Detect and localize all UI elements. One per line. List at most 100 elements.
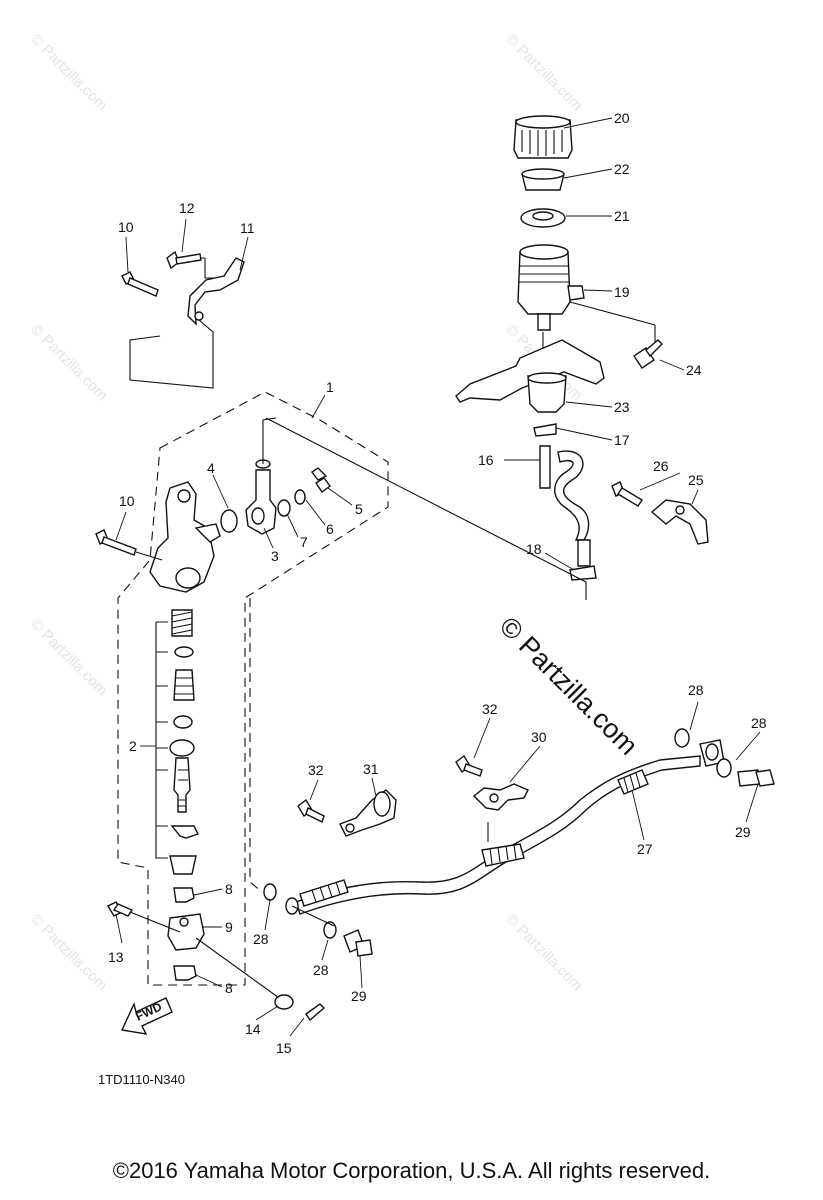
bolt-5 <box>310 467 331 494</box>
bracket-11 <box>187 257 245 326</box>
callout-10-lower: 10 <box>119 493 135 509</box>
pin-13 <box>107 901 134 917</box>
clevis-9 <box>167 913 205 951</box>
callout-28-lower-right: 28 <box>313 962 329 978</box>
washer-guide-line <box>291 905 335 927</box>
nut-8-upper <box>173 887 195 903</box>
spring <box>171 609 193 637</box>
bolt-10-lower <box>95 529 137 556</box>
callout-21: 21 <box>614 208 630 224</box>
washer-28-e <box>716 758 732 778</box>
callout-3: 3 <box>271 548 279 564</box>
callout-16: 16 <box>478 452 494 468</box>
callout-12: 12 <box>179 200 195 216</box>
nut-8-lower <box>173 965 197 981</box>
copyright-notice: ©2016 Yamaha Motor Corporation, U.S.A. A… <box>112 1158 711 1183</box>
bracket-guide-line <box>129 319 214 389</box>
callout-13: 13 <box>108 949 124 965</box>
hose-guide-line <box>249 598 263 893</box>
callout-6: 6 <box>326 521 334 537</box>
washer-6 <box>294 489 306 505</box>
diagram-code: 1TD1110-N340 <box>98 1072 185 1087</box>
callout-24: 24 <box>686 362 702 378</box>
fitting-guide-line <box>262 417 277 464</box>
watermark: © Partzilla.com <box>27 321 110 404</box>
reservoir-cap-20 <box>513 115 573 159</box>
washer <box>169 739 195 757</box>
bolt-32-right <box>455 754 483 777</box>
callout-5: 5 <box>355 501 363 517</box>
clamp-17 <box>533 423 557 437</box>
callout-4: 4 <box>207 460 215 476</box>
bolt-10-upper <box>121 271 159 297</box>
watermark: © Partzilla.com <box>502 31 585 114</box>
callout-15: 15 <box>276 1040 292 1056</box>
bolt-12-guide <box>200 257 214 279</box>
callout-numbers: 1 2 3 4 5 6 7 8 9 8 10 10 11 12 13 14 15… <box>108 110 767 1056</box>
callout-20: 20 <box>614 110 630 126</box>
union-bolt-29-right <box>737 769 775 787</box>
reservoir-tank-19 <box>517 244 585 331</box>
leader-lines <box>115 117 761 1037</box>
callout-28-upper-right: 28 <box>751 715 767 731</box>
watermark: © Partzilla.com <box>27 616 110 699</box>
callout-25: 25 <box>688 472 704 488</box>
callout-28-lower-left: 28 <box>253 931 269 947</box>
callout-19: 19 <box>614 284 630 300</box>
callout-29-right: 29 <box>735 824 751 840</box>
boot <box>169 855 197 875</box>
bolt-12 <box>166 250 202 270</box>
clamp-18 <box>569 565 597 581</box>
clip-25 <box>650 499 709 545</box>
kit-2-ticks <box>156 621 168 827</box>
kit-2-bracket <box>155 622 168 859</box>
bolt-10-lower-guide <box>135 551 163 561</box>
diaphragm-21 <box>520 208 566 228</box>
callout-1: 1 <box>326 379 334 395</box>
bracket-23 <box>455 339 605 413</box>
assembly-1-outline <box>117 391 389 986</box>
cup <box>174 646 194 658</box>
hose-fitting-3 <box>245 459 277 535</box>
gasket-7 <box>277 499 291 517</box>
callout-8-lower: 8 <box>225 980 233 996</box>
cotter-pin-15 <box>305 1003 326 1022</box>
watermark-large: © Partzilla.com <box>494 611 644 761</box>
tank-guide-line <box>569 301 656 342</box>
callout-29-left: 29 <box>351 988 367 1004</box>
callout-31: 31 <box>363 761 379 777</box>
callout-8-upper: 8 <box>225 881 233 897</box>
reservoir-hose-16 <box>539 445 591 567</box>
bolt-24 <box>633 339 663 369</box>
callout-2: 2 <box>129 738 137 754</box>
callout-32-right: 32 <box>482 701 498 717</box>
washer-14 <box>274 994 294 1010</box>
seal <box>173 715 193 729</box>
washer-28-a <box>263 883 277 901</box>
callout-10-upper: 10 <box>118 219 134 235</box>
callout-17: 17 <box>614 432 630 448</box>
push-rod <box>173 757 191 813</box>
watermark: © Partzilla.com <box>27 31 110 114</box>
watermark: © Partzilla.com <box>27 911 110 994</box>
callout-9: 9 <box>225 919 233 935</box>
diaphragm-plate-22 <box>521 168 565 191</box>
pin-guide <box>129 911 181 933</box>
circlip <box>170 825 199 839</box>
clevis-guide <box>195 937 283 1001</box>
callout-28-upper-left: 28 <box>688 682 704 698</box>
callout-22: 22 <box>614 161 630 177</box>
callout-11: 11 <box>240 220 255 236</box>
piston <box>173 669 195 701</box>
o-ring-4 <box>220 509 238 533</box>
bolt-26 <box>611 481 643 507</box>
watermark: © Partzilla.com <box>502 911 585 994</box>
hose-clamp-31 <box>339 789 397 837</box>
callout-14: 14 <box>245 1021 261 1037</box>
hose-clip-30 <box>472 783 529 811</box>
callout-32-left: 32 <box>308 762 324 778</box>
callout-7: 7 <box>300 534 308 550</box>
bolt-32-left <box>297 798 325 823</box>
union-bolt-29-left <box>343 929 373 957</box>
